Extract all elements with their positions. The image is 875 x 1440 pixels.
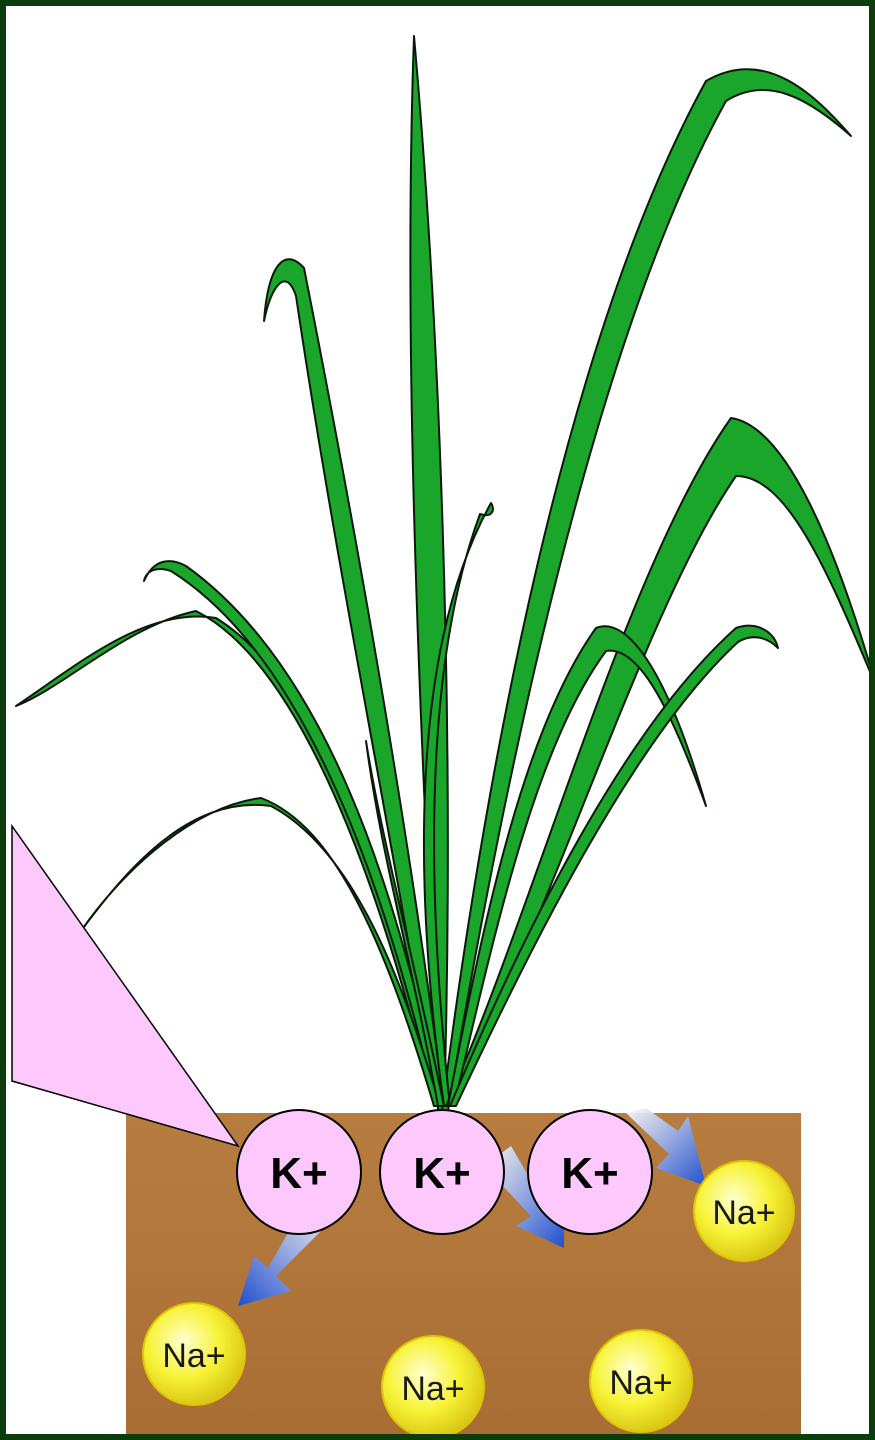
sodium-ion: Na+ — [590, 1330, 692, 1432]
svg-text:Na+: Na+ — [162, 1337, 225, 1375]
callout-bubble — [12, 826, 238, 1146]
svg-text:Na+: Na+ — [401, 1370, 464, 1408]
sodium-ion: Na+ — [694, 1161, 794, 1261]
plant-illustration — [16, 36, 875, 1111]
potassium-ion: K+ — [380, 1110, 504, 1234]
potassium-ion: K+ — [237, 1110, 361, 1234]
svg-text:K+: K+ — [561, 1149, 618, 1198]
sodium-ion: Na+ — [143, 1303, 245, 1405]
svg-text:K+: K+ — [413, 1149, 470, 1198]
svg-text:K+: K+ — [270, 1149, 327, 1198]
plant-salt-diagram: Na+ Na+ Na+ Na+ K+ K+ K+ — [6, 6, 875, 1440]
svg-text:Na+: Na+ — [712, 1194, 775, 1232]
sodium-ion: Na+ — [382, 1336, 484, 1438]
svg-text:Na+: Na+ — [609, 1364, 672, 1402]
potassium-ion: K+ — [528, 1110, 652, 1234]
